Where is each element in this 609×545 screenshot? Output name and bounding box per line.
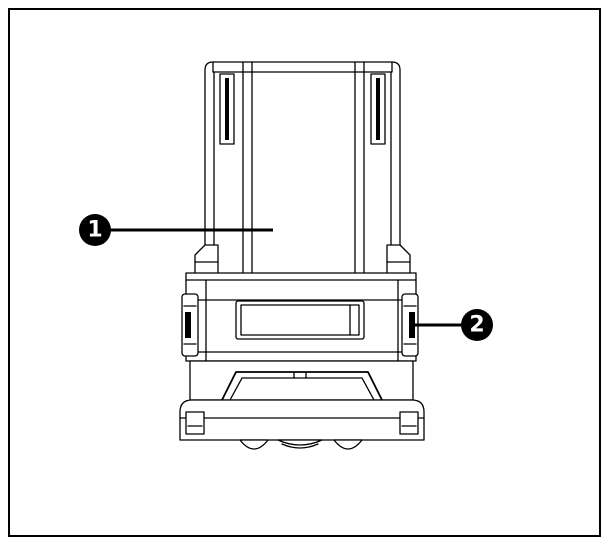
release-button-left [181, 293, 199, 357]
shoulder-tab-left [194, 244, 219, 276]
battery-upper-body [204, 61, 401, 276]
grip-slot-right [370, 73, 386, 145]
callout-1-number: 1 [87, 218, 102, 243]
battery-base [179, 399, 425, 441]
callout-1-badge [79, 214, 111, 246]
callout-1: 1 [79, 214, 111, 246]
battery-feet [239, 439, 363, 450]
battery-lower-housing [189, 360, 414, 401]
callout-2-badge [461, 309, 493, 341]
grip-slot-left [219, 73, 235, 145]
callout-2-number: 2 [469, 313, 484, 338]
shoulder-tab-right [386, 244, 411, 276]
label-window [235, 300, 365, 340]
callout-2: 2 [461, 309, 493, 341]
